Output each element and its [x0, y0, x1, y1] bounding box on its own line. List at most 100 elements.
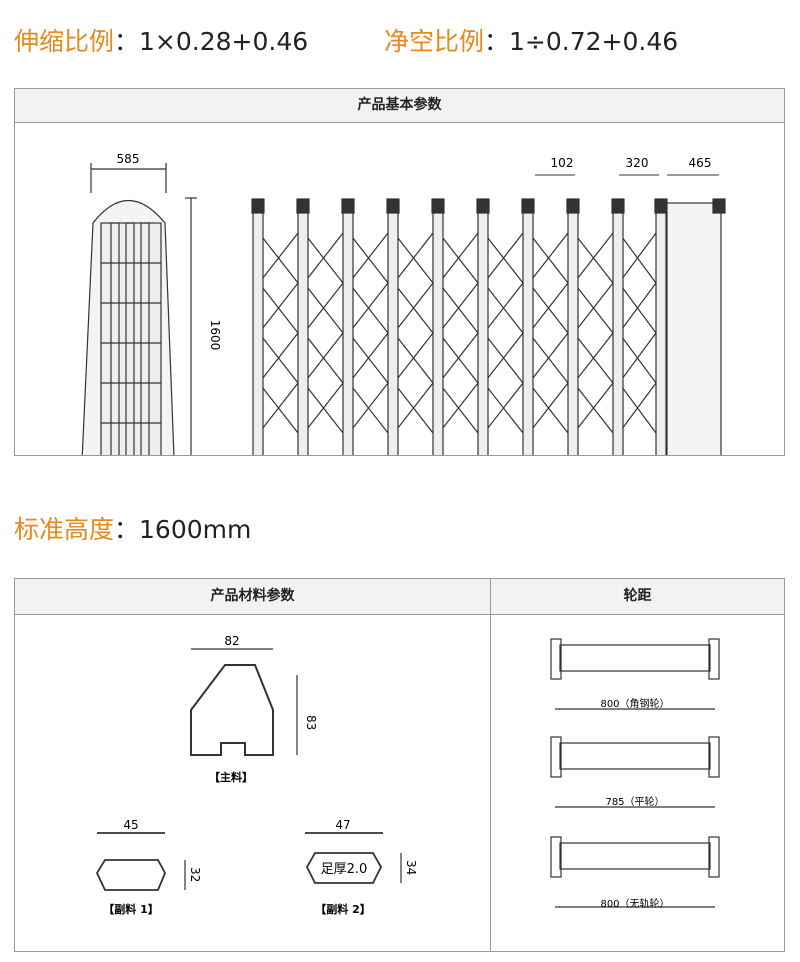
main-caption: 【主料】 — [209, 770, 253, 784]
lattice-link — [618, 382, 657, 434]
gate-post — [342, 202, 354, 455]
wheel-right — [708, 638, 720, 680]
lattice-link — [573, 282, 614, 334]
sub2-caption: 【副料 2】 — [315, 902, 370, 916]
lattice-link — [303, 282, 344, 334]
lattice-link — [393, 282, 434, 334]
gate-post — [522, 202, 534, 455]
wheel-right — [708, 836, 720, 878]
gate-post — [387, 202, 399, 455]
dim-32: 32 — [188, 867, 202, 882]
post-cap — [251, 198, 265, 214]
main-profile — [190, 664, 274, 756]
lattice-link — [258, 232, 299, 284]
lattice-link — [393, 332, 434, 384]
gate-front-view — [251, 198, 726, 455]
stretch-ratio: 伸缩比例：1×0.28+0.46 — [14, 22, 308, 58]
lattice-link — [528, 332, 569, 384]
post-cap — [296, 198, 310, 214]
lattice-link — [348, 382, 389, 434]
dim-102: 102 — [551, 156, 574, 170]
sub2-profile — [305, 832, 383, 884]
wheel-title: 轮距 — [491, 579, 784, 615]
lattice-link — [348, 332, 389, 384]
lattice-link — [393, 232, 434, 284]
lattice-link — [348, 282, 389, 334]
post-cap — [654, 198, 668, 214]
lattice-link — [618, 282, 657, 334]
lattice-link — [573, 332, 614, 384]
basic-params-title: 产品基本参数 — [15, 89, 784, 123]
post-cap — [566, 198, 580, 214]
dim-47: 47 — [335, 818, 350, 832]
lattice-link — [483, 332, 524, 384]
sub1-caption: 【副料 1】 — [103, 902, 158, 916]
axle — [559, 842, 711, 870]
post-cap — [521, 198, 535, 214]
wheel-left — [550, 836, 562, 878]
axle — [559, 742, 711, 770]
dim-34: 34 — [404, 860, 418, 875]
lattice-link — [573, 382, 614, 434]
dim-320: 320 — [626, 156, 649, 170]
dim-585: 585 — [117, 152, 140, 166]
material-drawings: 82 83 【主料】 45 32 【副料 1】 47 足厚2.0 34 【副料 … — [95, 634, 720, 916]
lattice-link — [618, 332, 657, 384]
lattice-link — [483, 282, 524, 334]
gate-post — [432, 202, 444, 455]
post-cap — [341, 198, 355, 214]
lattice-link — [258, 382, 299, 434]
post-cap — [431, 198, 445, 214]
gate-post — [655, 202, 667, 455]
lattice-link — [303, 232, 344, 284]
lattice-link — [438, 232, 479, 284]
post-cap — [611, 198, 625, 214]
sub1-profile — [95, 832, 166, 891]
lattice-link — [438, 282, 479, 334]
lattice-link — [393, 382, 434, 434]
lattice-link — [348, 232, 389, 284]
wall-thickness: 足厚2.0 — [321, 862, 368, 877]
gate-post — [612, 202, 624, 455]
gate-post — [477, 202, 489, 455]
material-title: 产品材料参数 — [15, 579, 491, 615]
standard-height: 标准高度：1600mm — [14, 510, 251, 546]
dim-83: 83 — [304, 715, 318, 730]
lattice-link — [483, 382, 524, 434]
lattice-link — [438, 382, 479, 434]
gate-drawing: 585 1600 870 102 320 465 — [81, 152, 726, 455]
sep: ： — [114, 27, 140, 56]
axle — [559, 644, 711, 672]
clear-ratio: 净空比例：1÷0.72+0.46 — [384, 22, 678, 58]
stretch-value: 1×0.28+0.46 — [139, 27, 309, 56]
wheel-trackless: 800（无轨轮） — [600, 897, 669, 910]
wheel-flat: 785（平轮） — [605, 795, 664, 808]
lattice-link — [528, 382, 569, 434]
post-cap — [476, 198, 490, 214]
gate-head — [666, 202, 722, 455]
height-label: 标准高度 — [14, 515, 115, 544]
lattice-link — [528, 282, 569, 334]
lattice-link — [258, 332, 299, 384]
dim-465: 465 — [689, 156, 712, 170]
material-panel: 产品材料参数 轮距 82 83 【主料】 45 32 【副料 1】 47 足厚2… — [14, 578, 785, 952]
gate-post — [252, 202, 264, 455]
wheel-angle-steel: 800（角钢轮） — [600, 697, 669, 710]
dim-1600: 1600 — [208, 320, 222, 351]
gate-head-side-view — [81, 163, 197, 455]
lattice-link — [303, 332, 344, 384]
post-cap — [386, 198, 400, 214]
dim-45: 45 — [123, 818, 138, 832]
post-cap — [712, 198, 726, 214]
wheel-right — [708, 736, 720, 778]
lattice-link — [618, 232, 657, 284]
wheel-left — [550, 736, 562, 778]
sep: ： — [114, 515, 140, 544]
height-value: 1600mm — [139, 515, 252, 544]
sep: ： — [484, 27, 510, 56]
lattice-link — [483, 232, 524, 284]
gate-post — [567, 202, 579, 455]
gate-post — [297, 202, 309, 455]
stretch-label: 伸缩比例 — [14, 27, 115, 56]
dim-82: 82 — [224, 634, 239, 648]
